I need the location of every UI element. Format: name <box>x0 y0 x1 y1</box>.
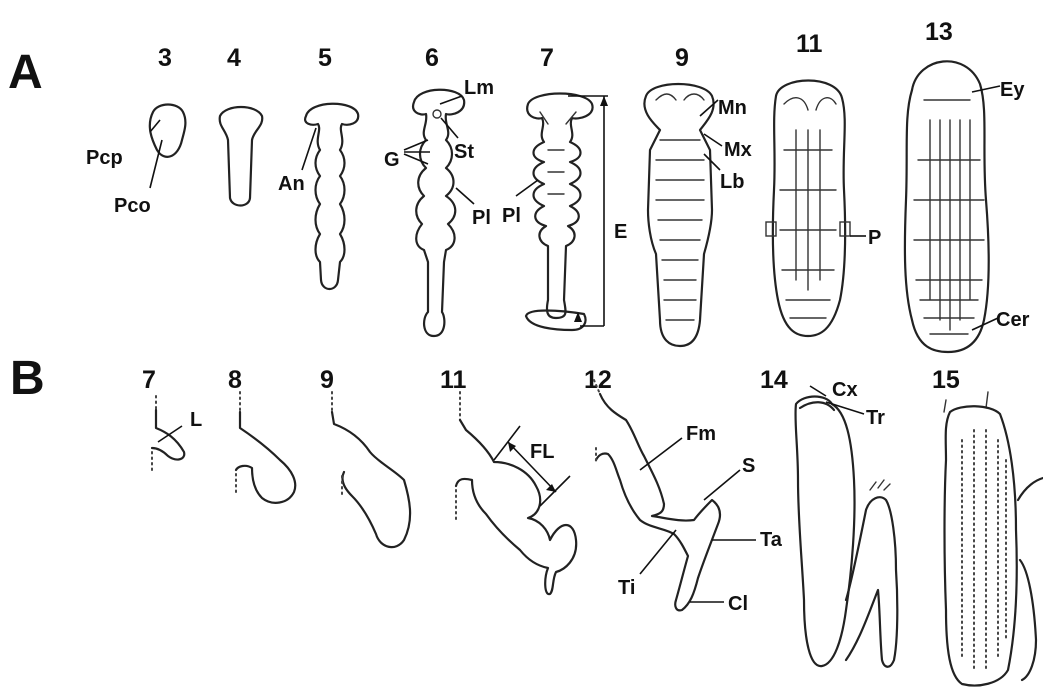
label-fm: Fm <box>686 423 716 445</box>
label-cx: Cx <box>832 379 858 401</box>
leg-stage-9 <box>332 392 410 547</box>
label-g: G <box>384 149 400 171</box>
embryo-stage-5 <box>302 104 358 289</box>
label-tr: Tr <box>866 407 885 429</box>
embryo-stage-7 <box>516 94 608 331</box>
embryo-stage-6 <box>404 90 474 336</box>
label-ti: Ti <box>618 577 635 599</box>
embryo-stage-3 <box>150 105 186 189</box>
panel-b-label: B <box>10 352 45 405</box>
stage-b-7: 7 <box>142 366 156 394</box>
stage-a-13: 13 <box>925 18 953 46</box>
stage-a-6: 6 <box>425 44 439 72</box>
leg-stage-12 <box>594 380 756 610</box>
label-s: S <box>742 455 755 477</box>
label-pcp: Pcp <box>86 147 123 169</box>
stage-b-15: 15 <box>932 366 960 394</box>
label-pl: Pl <box>472 207 491 229</box>
label-pl-7: Pl <box>502 205 521 227</box>
stage-a-7: 7 <box>540 44 554 72</box>
leg-stage-8 <box>236 392 295 503</box>
embryo-stage-4 <box>220 107 263 206</box>
label-mn: Mn <box>718 97 747 119</box>
stage-b-14: 14 <box>760 366 788 394</box>
label-mx: Mx <box>724 139 752 161</box>
label-cl: Cl <box>728 593 748 615</box>
label-lb: Lb <box>720 171 744 193</box>
label-l: L <box>190 409 202 431</box>
stage-b-8: 8 <box>228 366 242 394</box>
panel-a-label: A <box>8 46 43 99</box>
embryo-stage-9 <box>644 84 722 346</box>
label-cer: Cer <box>996 309 1030 331</box>
stage-a-9: 9 <box>675 44 689 72</box>
leg-stage-7 <box>152 396 184 470</box>
stage-a-5: 5 <box>318 44 332 72</box>
stage-b-9: 9 <box>320 366 334 394</box>
label-ta: Ta <box>760 529 783 551</box>
embryo-stage-13 <box>905 61 1000 352</box>
stage-a-4: 4 <box>227 44 241 72</box>
label-lm: Lm <box>464 77 494 99</box>
stage-a-3: 3 <box>158 44 172 72</box>
label-an: An <box>278 173 305 195</box>
label-e: E <box>614 221 627 243</box>
label-st: St <box>454 141 474 163</box>
leg-stage-15 <box>944 392 1043 685</box>
leg-stage-11 <box>456 392 576 594</box>
label-fl: FL <box>530 441 554 463</box>
label-pco: Pco <box>114 195 151 217</box>
stage-b-11: 11 <box>440 366 467 394</box>
embryo-stage-11 <box>766 81 866 337</box>
label-ey: Ey <box>1000 79 1025 101</box>
stage-a-11: 11 <box>796 30 823 58</box>
label-p: P <box>868 227 881 249</box>
